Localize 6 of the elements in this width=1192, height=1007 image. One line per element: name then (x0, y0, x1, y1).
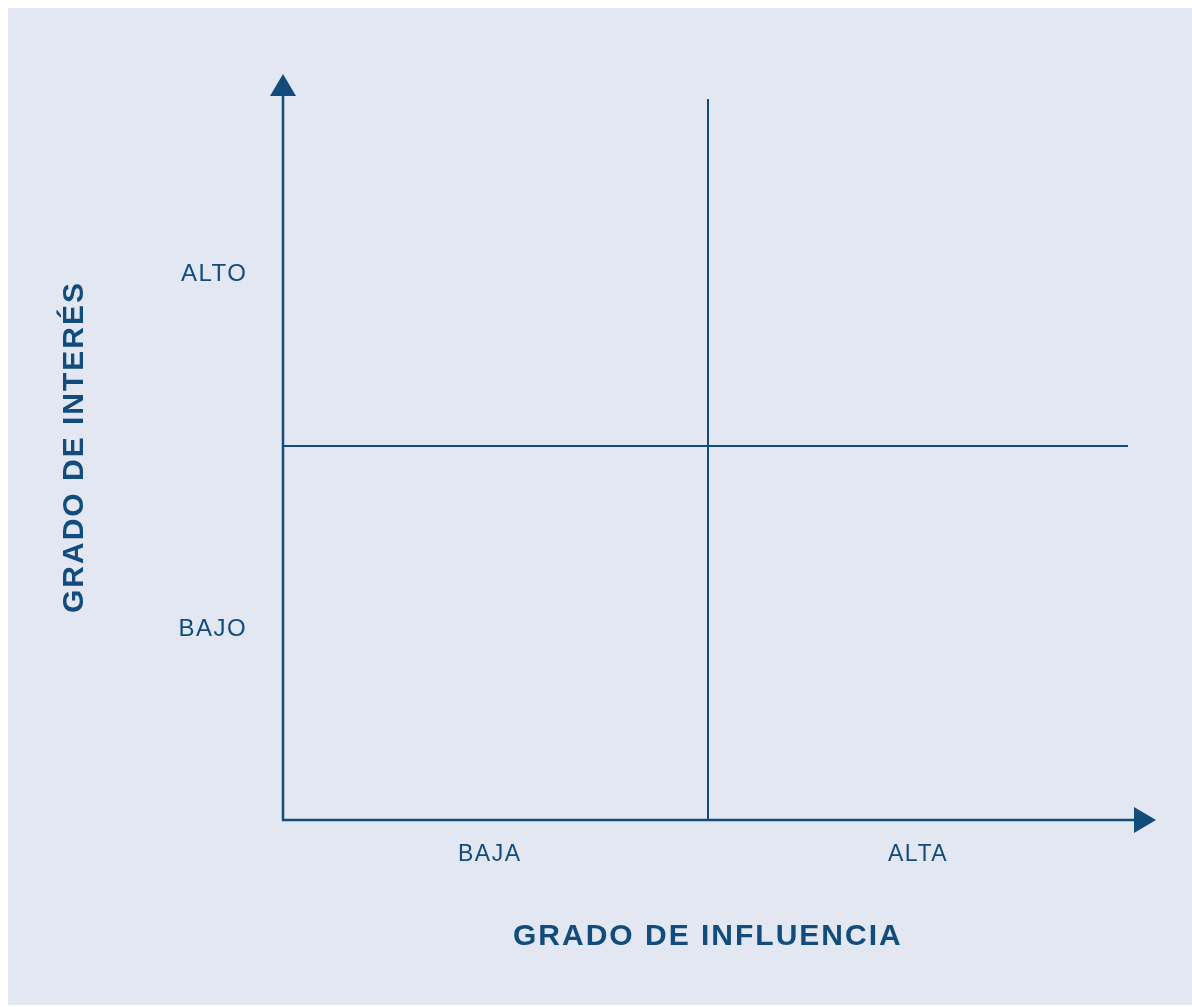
axis-title: GRADO DE INFLUENCIA (513, 920, 903, 950)
axis-level-label: BAJO (178, 616, 248, 640)
axis-level-label: ALTO (181, 261, 248, 285)
axis-level-label: ALTA (888, 841, 949, 865)
axis-level-label: BAJA (458, 841, 522, 865)
axis-title: GRADO DE INTERÉS (58, 281, 88, 613)
